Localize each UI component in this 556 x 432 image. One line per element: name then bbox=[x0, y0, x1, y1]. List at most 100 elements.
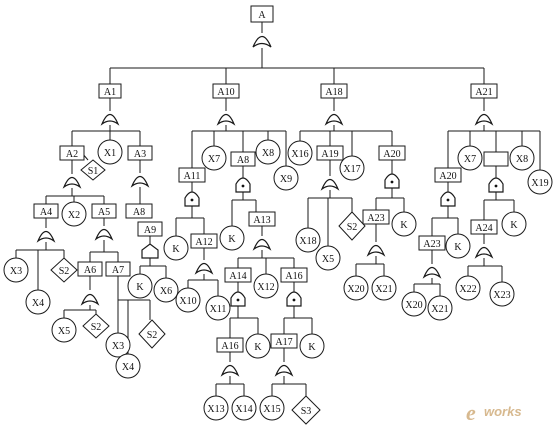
basic-K-a20b: K bbox=[445, 233, 471, 259]
basic-X8-a21: X8 bbox=[509, 145, 535, 171]
and-gate-A16a bbox=[286, 291, 302, 307]
event-A: A bbox=[250, 5, 274, 23]
event-A21: A21 bbox=[470, 83, 498, 99]
svg-text:K: K bbox=[510, 220, 518, 231]
or-gate-A16b bbox=[220, 364, 240, 377]
event-A16-a13: A16 bbox=[280, 267, 308, 283]
svg-text:X14: X14 bbox=[235, 404, 252, 415]
event-unnamed-box bbox=[483, 151, 509, 167]
basic-X2: X2 bbox=[61, 201, 87, 227]
svg-text:X5: X5 bbox=[322, 254, 334, 265]
event-A10: A10 bbox=[212, 83, 240, 99]
event-A20-a21: A20 bbox=[434, 167, 462, 183]
svg-text:X23: X23 bbox=[493, 290, 510, 301]
or-gate-A2 bbox=[62, 176, 82, 189]
svg-text:e: e bbox=[466, 400, 476, 425]
event-A12: A12 bbox=[190, 233, 218, 249]
svg-text:A: A bbox=[258, 10, 266, 21]
svg-text:X7: X7 bbox=[208, 154, 220, 165]
basic-X17: X17 bbox=[339, 155, 365, 181]
basic-X21-a23b: X21 bbox=[427, 295, 453, 321]
event-A16-a14: A16 bbox=[216, 337, 244, 353]
event-A9: A9 bbox=[137, 221, 163, 237]
and-gate-A8-a10 bbox=[235, 177, 251, 193]
event-A3: A3 bbox=[127, 145, 153, 161]
basic-X3-a4: X3 bbox=[3, 257, 29, 283]
or-gate-A17 bbox=[274, 364, 294, 377]
or-gate-A19 bbox=[320, 178, 340, 191]
svg-text:A6: A6 bbox=[84, 265, 96, 276]
svg-text:A20: A20 bbox=[383, 149, 400, 160]
basic-events: X1 X2 X3 X4 X5 X3 X4 K X6 X7 X8 X9 K K X… bbox=[3, 139, 553, 421]
or-gate-A1 bbox=[100, 113, 120, 126]
event-A17: A17 bbox=[270, 333, 298, 349]
basic-X8-a10: X8 bbox=[255, 139, 281, 165]
svg-text:S2: S2 bbox=[147, 330, 158, 341]
basic-K-a11: K bbox=[163, 235, 189, 261]
and-gate-A11 bbox=[184, 191, 200, 207]
svg-text:A16: A16 bbox=[221, 341, 238, 352]
svg-text:A24: A24 bbox=[475, 223, 492, 234]
svg-text:A23: A23 bbox=[423, 239, 440, 250]
or-gate-A6 bbox=[80, 293, 100, 306]
diamond-S2-a4: S2 bbox=[50, 257, 78, 283]
diamond-S2-a6: S2 bbox=[82, 313, 110, 339]
svg-text:S3: S3 bbox=[301, 406, 312, 417]
svg-text:X8: X8 bbox=[516, 154, 528, 165]
event-A18: A18 bbox=[320, 83, 348, 99]
connector-lines bbox=[15, 22, 541, 396]
svg-text:X19: X19 bbox=[531, 178, 548, 189]
svg-text:K: K bbox=[172, 244, 180, 255]
basic-X18: X18 bbox=[295, 227, 321, 253]
and-gate-A20a bbox=[384, 173, 400, 189]
or-gate-A3 bbox=[130, 175, 150, 188]
basic-X11: X11 bbox=[205, 295, 231, 321]
basic-X6: X6 bbox=[153, 277, 179, 303]
event-A1: A1 bbox=[98, 83, 122, 99]
diamond-S2-a19: S2 bbox=[338, 211, 366, 241]
diamond-S1: S1 bbox=[80, 159, 106, 181]
svg-text:X16: X16 bbox=[291, 149, 308, 160]
svg-text:S2: S2 bbox=[91, 322, 102, 333]
svg-text:S1: S1 bbox=[88, 166, 99, 177]
svg-text:A8: A8 bbox=[237, 155, 249, 166]
event-A8-a10: A8 bbox=[230, 151, 256, 167]
basic-X19: X19 bbox=[527, 169, 553, 195]
eworks-watermark: e works bbox=[466, 400, 522, 425]
svg-text:A13: A13 bbox=[253, 215, 270, 226]
basic-X5-a6: X5 bbox=[51, 317, 77, 343]
event-A11: A11 bbox=[178, 167, 206, 183]
basic-X22: X22 bbox=[455, 275, 481, 301]
basic-X21-a23: X21 bbox=[371, 275, 397, 301]
basic-X1: X1 bbox=[97, 139, 123, 165]
event-A14: A14 bbox=[224, 267, 252, 283]
svg-text:K: K bbox=[136, 282, 144, 293]
svg-text:A10: A10 bbox=[217, 87, 234, 98]
logic-gates bbox=[36, 35, 504, 377]
svg-text:K: K bbox=[308, 342, 316, 353]
diamond-S3: S3 bbox=[291, 395, 321, 425]
basic-K-a9: K bbox=[127, 273, 153, 299]
svg-text:X13: X13 bbox=[207, 404, 224, 415]
svg-text:X2: X2 bbox=[68, 210, 80, 221]
svg-text:A5: A5 bbox=[98, 207, 110, 218]
svg-text:S2: S2 bbox=[347, 222, 358, 233]
svg-text:X12: X12 bbox=[257, 282, 274, 293]
svg-text:X6: X6 bbox=[160, 286, 172, 297]
basic-X16: X16 bbox=[287, 140, 313, 166]
svg-text:X21: X21 bbox=[375, 284, 392, 295]
svg-text:A19: A19 bbox=[321, 149, 338, 160]
svg-text:A20: A20 bbox=[439, 171, 456, 182]
svg-text:K: K bbox=[454, 242, 462, 253]
basic-K-a8: K bbox=[219, 225, 245, 251]
svg-text:K: K bbox=[254, 342, 262, 353]
svg-text:K: K bbox=[400, 220, 408, 231]
svg-text:A18: A18 bbox=[325, 87, 342, 98]
event-A4: A4 bbox=[33, 203, 59, 219]
svg-text:A1: A1 bbox=[104, 87, 116, 98]
svg-text:A11: A11 bbox=[184, 171, 201, 182]
and-gate-A20b bbox=[440, 191, 456, 207]
basic-X7-a21: X7 bbox=[457, 145, 483, 171]
basic-X15: X15 bbox=[259, 395, 285, 421]
svg-text:K: K bbox=[228, 234, 236, 245]
